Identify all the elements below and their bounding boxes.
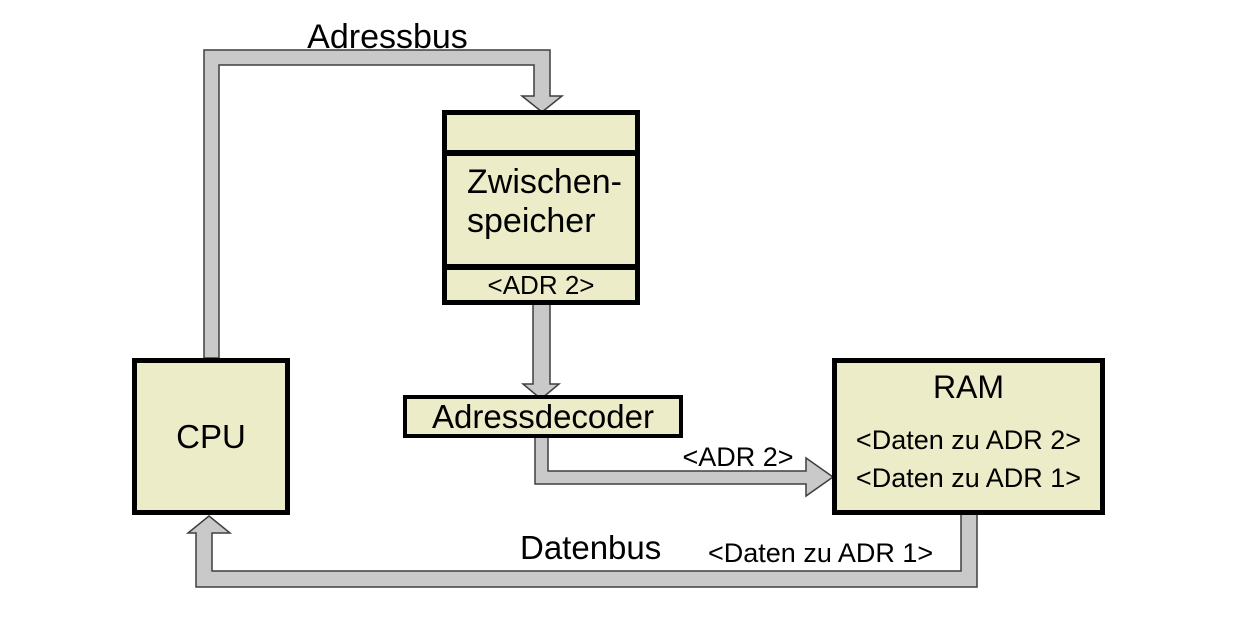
datenbus-arrow bbox=[185, 512, 978, 588]
datenbus-label: Datenbus bbox=[520, 529, 662, 566]
cpu-box: CPU bbox=[132, 358, 290, 515]
adressdecoder-to-ram-arrow bbox=[534, 435, 835, 498]
adressdecoder-box: Adressdecoder bbox=[403, 395, 683, 438]
adr2-transfer-label: <ADR 2> bbox=[682, 442, 794, 472]
cpu-label: CPU bbox=[176, 417, 246, 455]
ram-content-entry: <Daten zu ADR 1> bbox=[855, 463, 1082, 493]
ram-box: RAM <Daten zu ADR 2> <Daten zu ADR 1> bbox=[832, 358, 1105, 515]
zwischenspeicher-box: Zwischen- speicher <ADR 2> bbox=[442, 110, 640, 305]
daten-zu-adr1-transfer-label: <Daten zu ADR 1> bbox=[708, 538, 934, 568]
adressbus-label: Adressbus bbox=[307, 18, 468, 56]
zwischenspeicher-to-adressdecoder-arrow bbox=[520, 302, 562, 400]
zwischenspeicher-label-line1: Zwischen- bbox=[467, 163, 622, 201]
zwischenspeicher-empty-strip bbox=[447, 115, 635, 156]
zwischenspeicher-label-line2: speicher bbox=[467, 202, 596, 240]
adressbus-arrow bbox=[203, 49, 565, 359]
adressdecoder-label: Adressdecoder bbox=[432, 397, 654, 435]
ram-content-entry: <Daten zu ADR 2> bbox=[855, 425, 1082, 455]
ram-contents: <Daten zu ADR 2> <Daten zu ADR 1> bbox=[837, 421, 1100, 497]
zwischenspeicher-stored-value: <ADR 2> bbox=[487, 269, 595, 300]
ram-title: RAM bbox=[932, 369, 1005, 405]
zwischenspeicher-label: Zwischen- speicher bbox=[447, 156, 635, 270]
